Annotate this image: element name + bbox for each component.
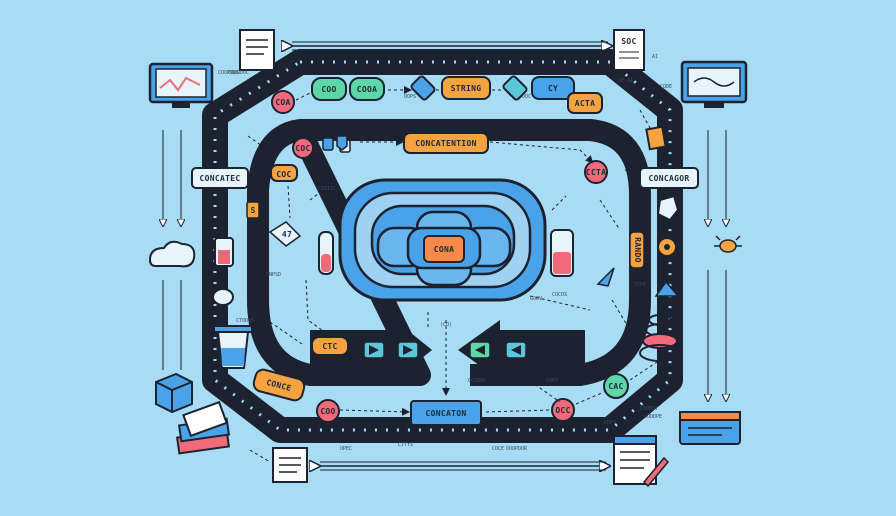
outer-track xyxy=(202,49,683,443)
bottom-right-window-icon xyxy=(679,411,741,445)
left-small-node-1: S xyxy=(250,206,255,215)
mid-pink-node: COC xyxy=(295,144,310,153)
lower-pink-node: COO xyxy=(320,407,335,416)
note-coce: COCE xyxy=(492,446,504,452)
note-enpd: ENPSD xyxy=(266,272,281,278)
left-small-node-2: 47 xyxy=(282,230,292,239)
note-goov: GOOV xyxy=(530,296,542,302)
coil-icon xyxy=(639,314,681,362)
outer-pink-node-1: COA xyxy=(275,98,290,107)
note-coop: COOPOUS xyxy=(218,70,239,76)
note-top-left: CODODOC xyxy=(228,70,249,76)
cloud-link-icon xyxy=(148,240,196,268)
outer-orange-acta-node: ACTA xyxy=(575,99,595,108)
top-left-monitor-icon xyxy=(148,62,214,108)
right-arrow-up-icon xyxy=(596,267,615,287)
left-fist-icon xyxy=(212,288,234,306)
bottom-center-note: (CO) xyxy=(440,322,452,328)
outer-green-node-1: COO xyxy=(321,85,336,94)
left-test-tube xyxy=(318,231,334,275)
lower-green-right-node: CAC xyxy=(608,382,623,391)
right-beaker xyxy=(550,229,574,277)
middle-banner: CONCATENTION xyxy=(415,139,476,148)
shield-icon xyxy=(336,135,348,151)
gear-icon xyxy=(657,237,677,257)
note-ccobos: CCOBOS xyxy=(468,378,486,384)
note-top-right-2: CE AI xyxy=(618,78,633,84)
note-opec: OPEC xyxy=(340,446,352,452)
note-copy-1: COPY xyxy=(546,378,558,384)
cube-icon xyxy=(155,372,193,414)
mid-orange-node: COC xyxy=(276,170,291,179)
bottom-left-document-icon xyxy=(272,447,308,483)
bottom-banner: CONCATON xyxy=(426,409,467,418)
note-ctdo: CTODOS xyxy=(236,318,254,324)
mountain-icon xyxy=(654,280,680,297)
note-codst: CODDST xyxy=(640,406,658,412)
note-top-right-1: AI xyxy=(652,54,658,60)
lightbulb-icon xyxy=(714,235,742,253)
note-top-right-3: CODE xyxy=(660,84,672,90)
note-ooopdr: OOOPDOR xyxy=(506,446,528,452)
outer-blue-cy-node: CY xyxy=(548,84,558,93)
lower-orange-node-1: CTC xyxy=(322,342,337,351)
mid-pink-right-node: CCTA xyxy=(586,168,606,177)
svg-text:SOC: SOC xyxy=(621,37,636,46)
water-glass-icon xyxy=(213,325,253,369)
top-left-document-icon xyxy=(239,29,275,71)
note-cttys: CTTYS xyxy=(398,442,413,448)
note-copy-2: COPY xyxy=(604,420,616,426)
outer-green-node-2: COOA xyxy=(357,85,377,94)
outer-orange-string-node: STRING xyxy=(451,84,482,93)
top-right-monitor-icon xyxy=(680,60,748,108)
lower-pink-right-node: OCC xyxy=(555,406,570,415)
left-concat-badge: CONCATEC xyxy=(200,174,241,183)
center-note: CISTIC xyxy=(318,186,336,192)
center-label: CONA xyxy=(434,245,454,254)
center-node: CONA xyxy=(376,210,512,287)
puzzle-icon xyxy=(656,194,680,222)
note-coder: CODDPE xyxy=(644,414,662,420)
right-concat-badge: CONCAGOR xyxy=(649,174,690,183)
note-stpe: STPE xyxy=(634,282,646,288)
top-right-document-icon: SOC xyxy=(613,29,645,71)
left-battery xyxy=(214,237,234,267)
note-cocos: COCOS xyxy=(552,292,567,298)
right-tag: RANDO xyxy=(633,237,642,263)
note-ooc: OOC xyxy=(522,94,531,100)
note-oops: OOPS xyxy=(404,94,416,100)
bottom-right-document-pen-icon xyxy=(613,435,670,488)
warning-card-icon xyxy=(645,125,667,151)
stacked-papers-icon xyxy=(176,400,231,455)
